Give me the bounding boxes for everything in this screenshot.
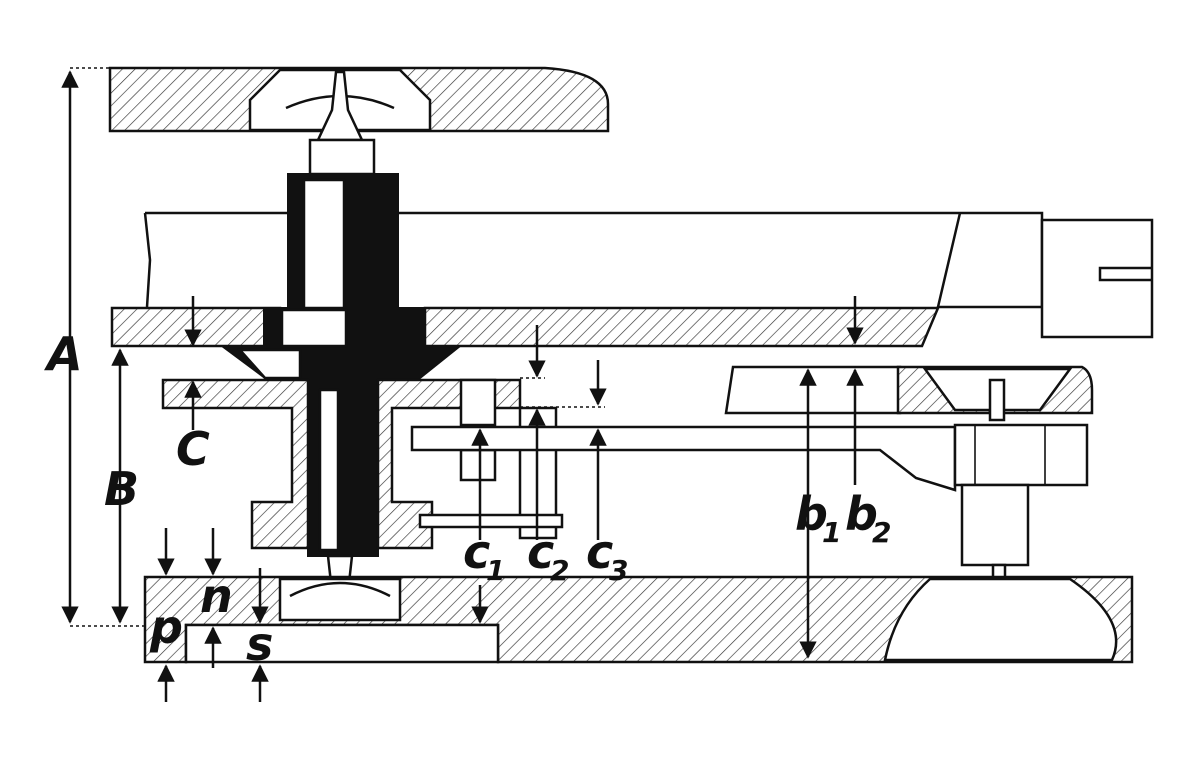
label-c3-subscript: 3	[609, 554, 628, 587]
label-c1-subscript: 1	[486, 554, 505, 587]
label-c1: c	[463, 525, 490, 579]
right-bridge	[724, 365, 1094, 422]
label-c3: c	[586, 525, 613, 579]
label-B: B	[104, 462, 139, 516]
label-c2-subscript: 2	[550, 554, 569, 587]
labels: A B C b 1 b 2 c 1 c 2 c 3 p n s	[44, 327, 891, 671]
label-n: n	[200, 569, 233, 623]
label-p: p	[149, 600, 183, 654]
top-cap-plate	[108, 66, 610, 133]
bottom-plate	[143, 575, 1134, 664]
lower-bushing	[161, 378, 522, 550]
label-b1: b	[795, 487, 828, 541]
label-c2: c	[527, 525, 554, 579]
label-b1-subscript: 1	[822, 516, 841, 549]
label-A: A	[44, 327, 83, 381]
label-s: s	[246, 617, 273, 671]
dimension-lines	[61, 67, 864, 702]
label-C: C	[176, 422, 210, 476]
label-b2: b	[845, 487, 878, 541]
middle-plate	[110, 306, 940, 348]
label-b2-subscript: 2	[872, 516, 891, 549]
upper-bridge-block	[143, 211, 1154, 339]
